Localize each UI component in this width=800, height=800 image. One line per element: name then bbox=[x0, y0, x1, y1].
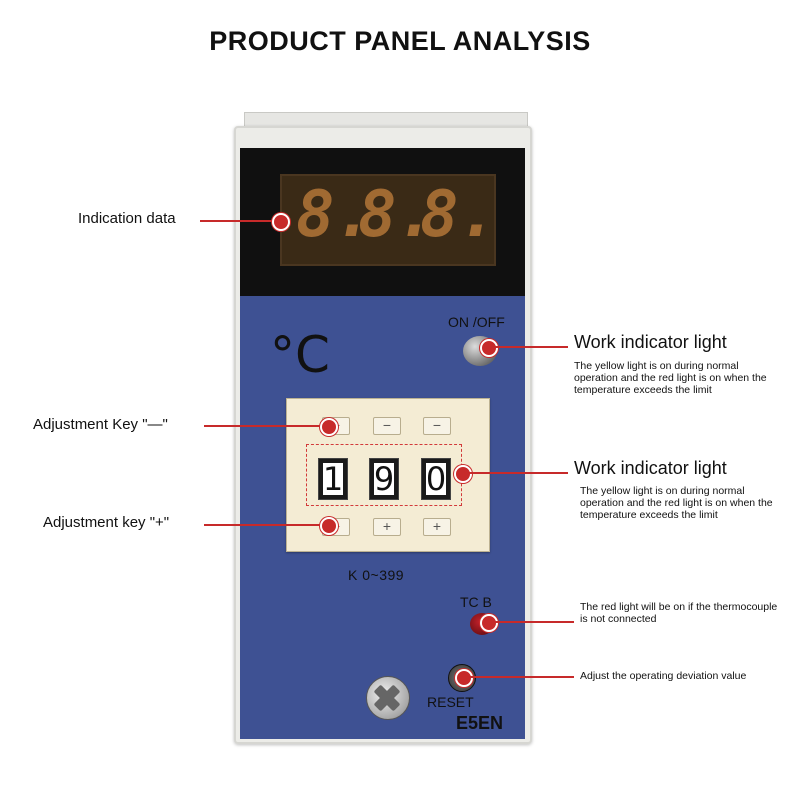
wheel-digit-hundreds: 1 bbox=[322, 460, 344, 498]
callout-indication-data: Indication data bbox=[78, 210, 176, 227]
callout-adjust-plus: Adjustment key "+" bbox=[43, 514, 170, 531]
callout-work-light-2-title: Work indicator light bbox=[574, 458, 727, 478]
callout-pin-thermocouple bbox=[480, 614, 498, 632]
minus-key-tens[interactable]: − bbox=[373, 417, 401, 435]
callout-line-indication bbox=[200, 220, 276, 222]
model-label: E5EN bbox=[456, 713, 504, 733]
display-digit-1: 8. bbox=[296, 178, 374, 252]
plus-key-tens[interactable]: + bbox=[373, 518, 401, 536]
thermocouple-label: TC B bbox=[460, 594, 492, 610]
display-digit-2: 8. bbox=[358, 178, 436, 252]
wheel-digit-tens: 9 bbox=[373, 460, 395, 498]
onoff-label: ON /OFF bbox=[448, 314, 505, 330]
callout-pin-indication bbox=[272, 213, 290, 231]
setpoint-wheel-hundreds[interactable]: 1 bbox=[318, 458, 348, 500]
callout-adjust-minus: Adjustment Key "—" bbox=[33, 416, 168, 433]
callout-line-thermocouple bbox=[494, 621, 574, 623]
callout-line-work-light-2 bbox=[468, 472, 568, 474]
setpoint-wheel-tens[interactable]: 9 bbox=[369, 458, 399, 500]
callout-pin-deviation bbox=[455, 669, 473, 687]
callout-pin-work-light-2 bbox=[454, 465, 472, 483]
callout-line-deviation bbox=[469, 676, 574, 678]
callout-line-minus bbox=[204, 425, 324, 427]
setpoint-wheel-ones[interactable]: 0 bbox=[421, 458, 451, 500]
callout-pin-minus bbox=[320, 418, 338, 436]
range-label: K 0~399 bbox=[348, 567, 405, 583]
callout-line-work-light-1 bbox=[494, 346, 568, 348]
minus-key-ones[interactable]: − bbox=[423, 417, 451, 435]
led-display bbox=[280, 174, 496, 266]
callout-pin-work-light-1 bbox=[480, 339, 498, 357]
callout-work-light-1-desc: The yellow light is on during normal ope… bbox=[574, 360, 767, 396]
callout-work-light-2-desc: The yellow light is on during normal ope… bbox=[580, 485, 773, 521]
celsius-unit-label: °C bbox=[270, 326, 330, 384]
page-title: PRODUCT PANEL ANALYSIS bbox=[209, 26, 591, 56]
wheel-digit-ones: 0 bbox=[425, 460, 447, 498]
display-digit-3: 8. bbox=[420, 178, 498, 252]
callout-line-plus bbox=[204, 524, 324, 526]
reset-label: RESET bbox=[427, 694, 474, 710]
callout-thermocouple-desc: The red light will be on if the thermoco… bbox=[580, 601, 778, 625]
callout-deviation-desc: Adjust the operating deviation value bbox=[580, 670, 747, 682]
callout-pin-plus bbox=[320, 517, 338, 535]
callout-work-light-1-title: Work indicator light bbox=[574, 332, 727, 352]
plus-key-ones[interactable]: + bbox=[423, 518, 451, 536]
